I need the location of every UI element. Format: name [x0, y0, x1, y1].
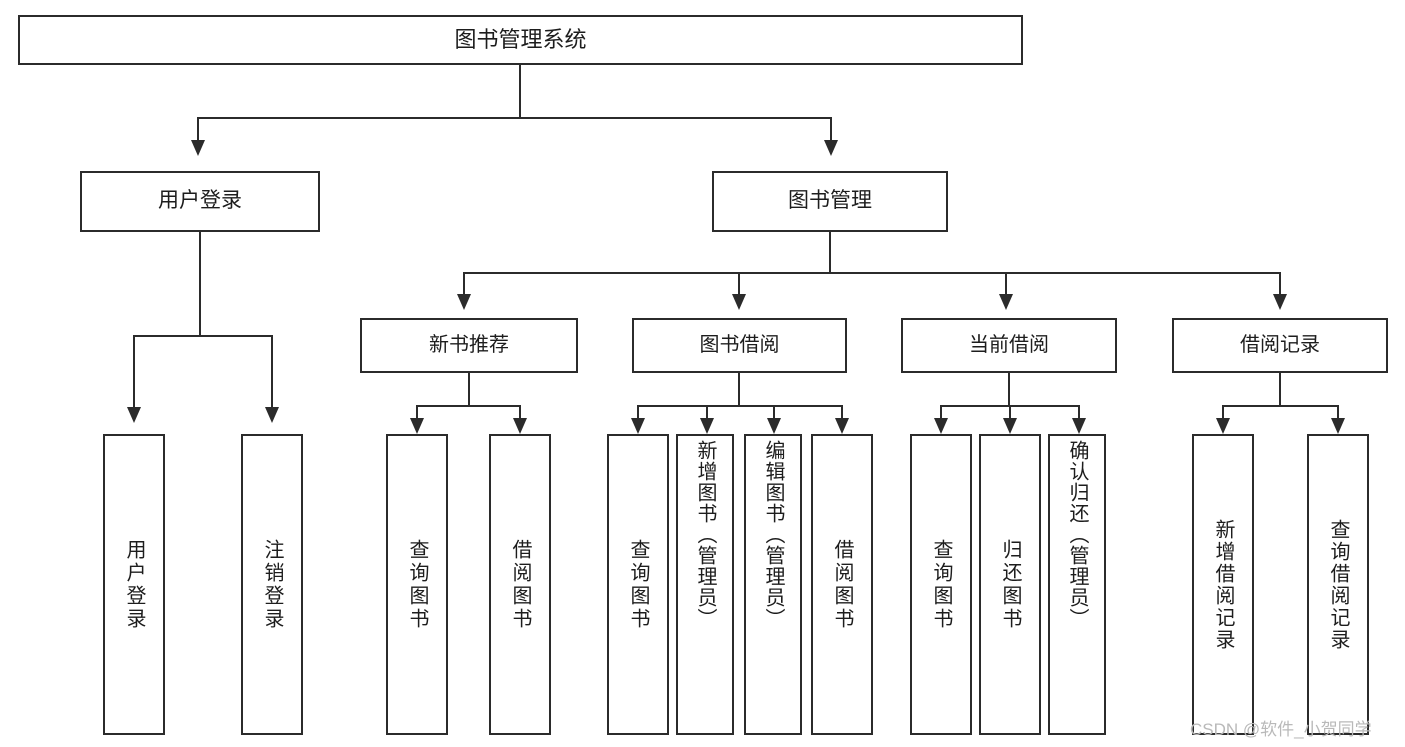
arrowhead-leaf-user-login — [127, 407, 141, 423]
node-label: 图书管理 — [788, 189, 872, 213]
node-label: 编辑图书（管理员） — [762, 440, 784, 629]
connector-bb-to-leaf-2 — [706, 405, 708, 420]
arrowhead-new-book-recommend — [457, 294, 471, 310]
connector-user-login-stem — [199, 232, 201, 336]
arrowhead-bb-query-book — [631, 418, 645, 434]
leaf-bb-add-book-admin[interactable]: 新增图书（管理员） — [676, 434, 734, 735]
connector-br-to-leaf-1 — [1222, 405, 1224, 420]
connector-user-login-bus — [133, 335, 273, 337]
arrowhead-user-login — [191, 140, 205, 156]
connector-new-book-stem — [468, 373, 470, 406]
node-label: 用户登录 — [158, 189, 242, 213]
connector-root-bus — [197, 117, 831, 119]
connector-root-to-user-login — [197, 117, 199, 142]
leaf-nb-borrow-book[interactable]: 借阅图书 — [489, 434, 551, 735]
node-label: 借阅记录 — [1240, 333, 1320, 356]
arrowhead-bb-edit-book — [767, 418, 781, 434]
connector-bb-to-leaf-3 — [773, 405, 775, 420]
leaf-user-login[interactable]: 用户登录 — [103, 434, 165, 735]
node-label: 图书管理系统 — [454, 27, 587, 53]
connector-bm-to-new-book — [463, 272, 465, 296]
connector-new-book-to-leaf-2 — [519, 405, 521, 420]
node-label: 当前借阅 — [969, 333, 1049, 356]
node-label: 新书推荐 — [429, 333, 509, 356]
connector-bm-to-current-borrow — [1005, 272, 1007, 296]
node-label: 查询图书 — [627, 538, 649, 631]
connector-bb-to-leaf-4 — [841, 405, 843, 420]
connector-cb-to-leaf-3 — [1078, 405, 1080, 420]
arrowhead-book-borrow — [732, 294, 746, 310]
node-label: 查询借阅记录 — [1327, 518, 1349, 651]
arrowhead-cb-confirm-return — [1072, 418, 1086, 434]
leaf-bb-edit-book-admin[interactable]: 编辑图书（管理员） — [744, 434, 802, 735]
connector-user-login-to-leaf-2 — [271, 335, 273, 409]
node-borrow-record[interactable]: 借阅记录 — [1172, 318, 1388, 373]
arrowhead-br-query-record — [1331, 418, 1345, 434]
arrowhead-cb-query-book — [934, 418, 948, 434]
arrowhead-borrow-record — [1273, 294, 1287, 310]
arrowhead-bb-add-book — [700, 418, 714, 434]
node-label: 查询图书 — [406, 538, 428, 631]
arrowhead-current-borrow — [999, 294, 1013, 310]
connector-book-management-stem — [829, 232, 831, 273]
node-label: 归还图书 — [999, 538, 1021, 631]
connector-bb-to-leaf-1 — [637, 405, 639, 420]
connector-root-stem — [519, 65, 521, 118]
node-current-borrow[interactable]: 当前借阅 — [901, 318, 1117, 373]
connector-book-borrow-bus — [637, 405, 843, 407]
leaf-br-add-record[interactable]: 新增借阅记录 — [1192, 434, 1254, 735]
leaf-logout[interactable]: 注销登录 — [241, 434, 303, 735]
node-root-book-management-system[interactable]: 图书管理系统 — [18, 15, 1023, 65]
node-label: 新增图书（管理员） — [694, 440, 716, 629]
csdn-watermark: CSDN @软件_小贺同学 — [1190, 720, 1372, 739]
arrowhead-nb-query-book — [410, 418, 424, 434]
leaf-cb-confirm-return-admin[interactable]: 确认归还（管理员） — [1048, 434, 1106, 735]
connector-bm-to-borrow-record — [1279, 272, 1281, 296]
arrowhead-leaf-logout — [265, 407, 279, 423]
arrowhead-cb-return-book — [1003, 418, 1017, 434]
node-label: 图书借阅 — [699, 333, 780, 356]
arrowhead-nb-borrow-book — [513, 418, 527, 434]
leaf-br-query-record[interactable]: 查询借阅记录 — [1307, 434, 1369, 735]
node-label: 确认归还（管理员） — [1066, 440, 1088, 629]
node-label: 注销登录 — [261, 538, 283, 631]
connector-bm-to-book-borrow — [738, 272, 740, 296]
node-user-login[interactable]: 用户登录 — [80, 171, 320, 232]
connector-cb-to-leaf-2 — [1009, 405, 1011, 420]
node-label: 借阅图书 — [509, 538, 531, 631]
arrowhead-bb-borrow-book — [835, 418, 849, 434]
arrowhead-br-add-record — [1216, 418, 1230, 434]
node-label: 用户登录 — [123, 538, 145, 631]
connector-borrow-record-stem — [1279, 373, 1281, 406]
node-book-borrow[interactable]: 图书借阅 — [632, 318, 847, 373]
node-new-book-recommend[interactable]: 新书推荐 — [360, 318, 578, 373]
arrowhead-book-management — [824, 140, 838, 156]
connector-user-login-to-leaf-1 — [133, 335, 135, 409]
connector-book-borrow-stem — [738, 373, 740, 406]
connector-book-management-bus — [463, 272, 1281, 274]
node-label: 查询图书 — [930, 538, 952, 631]
leaf-nb-query-book[interactable]: 查询图书 — [386, 434, 448, 735]
connector-cb-to-leaf-1 — [940, 405, 942, 420]
node-label: 新增借阅记录 — [1212, 518, 1234, 651]
connector-br-to-leaf-2 — [1337, 405, 1339, 420]
connector-new-book-to-leaf-1 — [416, 405, 418, 420]
leaf-cb-query-book[interactable]: 查询图书 — [910, 434, 972, 735]
connector-current-borrow-stem — [1008, 373, 1010, 406]
leaf-bb-borrow-book[interactable]: 借阅图书 — [811, 434, 873, 735]
connector-new-book-bus — [416, 405, 521, 407]
node-book-management[interactable]: 图书管理 — [712, 171, 948, 232]
node-label: 借阅图书 — [831, 538, 853, 631]
connector-root-to-book-management — [830, 117, 832, 142]
leaf-cb-return-book[interactable]: 归还图书 — [979, 434, 1041, 735]
connector-borrow-record-bus — [1222, 405, 1339, 407]
leaf-bb-query-book[interactable]: 查询图书 — [607, 434, 669, 735]
